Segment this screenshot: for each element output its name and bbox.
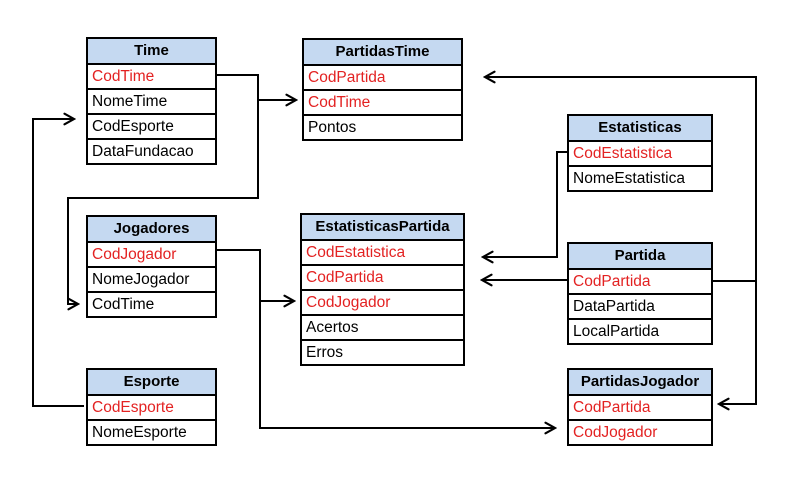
row-estatisticas-codestatistica: CodEstatistica [573,145,673,162]
table-jogadores-title: Jogadores [88,217,215,243]
arrow-esporte-codesporte-to-time-codesporte [32,119,84,407]
row-partida-localpartida: LocalPartida [569,318,711,343]
row-estatisticaspartida-codestatistica: CodEstatistica [306,244,406,261]
row-estatisticaspartida-codpartida: CodPartida [302,264,463,289]
table-time: Time CodTime NomeTime CodEsporte DataFun… [86,37,217,165]
row-partidastime-codtime: CodTime [304,89,461,114]
row-partidastime-codpartida: CodPartida [308,69,386,86]
row-time-codesporte: CodEsporte [88,113,215,138]
row-time-datafundacao: DataFundacao [88,138,215,163]
table-time-title: Time [88,39,215,65]
arrow-time-codtime-to-jogadores-codtime [67,74,259,304]
table-partidasjogador: PartidasJogador CodPartida CodJogador [567,368,713,446]
row-partidasjogador-codpartida: CodPartida [573,399,651,416]
row-partidasjogador-codjogador: CodJogador [569,419,711,444]
row-jogadores-codtime: CodTime [88,291,215,316]
table-estatisticaspartida: EstatisticasPartida CodEstatistica CodPa… [300,213,465,366]
arrow-estatisticas-codestatistica-to-estatisticaspartida-codestatistica [483,151,567,257]
row-estatisticas-nomeestatistica: NomeEstatistica [569,165,711,190]
table-esporte-title: Esporte [88,370,215,396]
row-estatisticaspartida-acertos: Acertos [302,314,463,339]
table-partidasjogador-title: PartidasJogador [569,370,711,396]
table-partidastime-title: PartidasTime [304,40,461,66]
row-partida-codpartida: CodPartida [573,273,651,290]
row-time-nometime: NomeTime [88,88,215,113]
row-esporte-nomeesporte: NomeEsporte [88,419,215,444]
row-time-codtime: CodTime [92,68,155,85]
arrow-jogadores-codjogador-to-partidasjogador-codjogador [217,249,555,428]
table-partida: Partida CodPartida DataPartida LocalPart… [567,242,713,345]
table-partidastime: PartidasTime CodPartida CodTime Pontos [302,38,463,141]
row-partidastime-pontos: Pontos [304,114,461,139]
table-partida-title: Partida [569,244,711,270]
row-jogadores-codjogador: CodJogador [92,246,177,263]
arrow-partida-codpartida-to-partidasjogador-codpartida [719,281,757,404]
row-esporte-codesporte: CodEsporte [92,399,174,416]
table-estatisticas: Estatisticas CodEstatistica NomeEstatist… [567,114,713,192]
table-estatisticas-title: Estatisticas [569,116,711,142]
row-estatisticaspartida-erros: Erros [302,339,463,364]
row-partida-datapartida: DataPartida [569,293,711,318]
table-esporte: Esporte CodEsporte NomeEsporte [86,368,217,446]
table-jogadores: Jogadores CodJogador NomeJogador CodTime [86,215,217,318]
table-estatisticaspartida-title: EstatisticasPartida [302,215,463,241]
row-estatisticaspartida-codjogador: CodJogador [302,289,463,314]
arrow-partida-codpartida-to-partidastime-codpartida [485,77,757,282]
row-jogadores-nomejogador: NomeJogador [88,266,215,291]
